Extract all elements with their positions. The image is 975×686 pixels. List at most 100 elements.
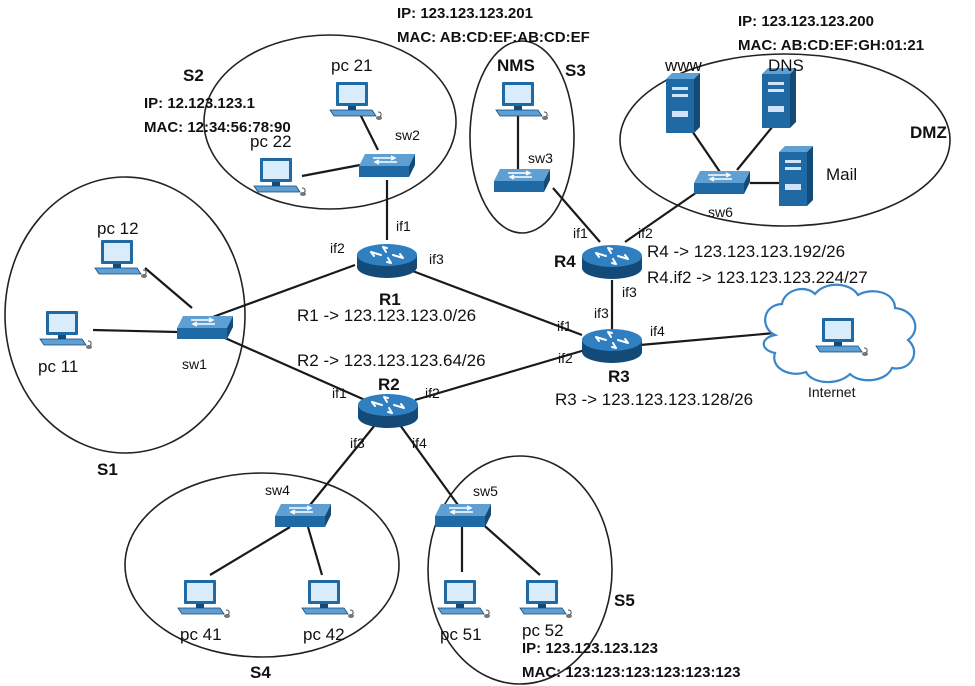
subnet-s5-boundary (427, 455, 613, 685)
pc-12-label: pc 12 (97, 219, 139, 238)
router-r4-icon[interactable] (581, 244, 643, 280)
subnet-dmz-boundary (619, 53, 951, 227)
nms-mac-label: MAC: AB:CD:EF:AB:CD:EF (397, 29, 590, 46)
switch-sw3-label: sw3 (528, 150, 553, 166)
pc-51-label: pc 51 (440, 625, 482, 644)
link-pc21-sw2 (359, 113, 379, 151)
nms-ip-label: IP: 123.123.123.201 (397, 5, 533, 22)
router-r2-label: R2 (378, 375, 400, 394)
link-r2-sw5 (399, 424, 459, 506)
link-pc11-sw1 (92, 328, 179, 334)
switch-sw5-icon[interactable] (434, 503, 492, 528)
dns-ip-label: IP: 123.123.123.200 (738, 13, 874, 30)
route-r1-label: R1 -> 123.123.123.0/26 (297, 306, 476, 325)
subnet-s4-label: S4 (250, 663, 271, 682)
dns-label: DNS (768, 56, 804, 75)
pc-22-label: pc 22 (250, 132, 292, 151)
pc-51-icon[interactable] (437, 579, 491, 619)
pc-41-label: pc 41 (180, 625, 222, 644)
link-sw3-r4 (552, 187, 601, 243)
link-r1-r3 (409, 268, 583, 337)
dns-server-icon[interactable] (762, 68, 796, 128)
r4-if1-label: if1 (573, 225, 588, 241)
switch-sw4-icon[interactable] (274, 503, 332, 528)
r4-if3-label: if3 (622, 284, 637, 300)
router-r4-label: R4 (554, 252, 576, 271)
pc-11-icon[interactable] (39, 310, 93, 350)
r2-if3-label: if3 (350, 435, 365, 451)
subnet-s5-label: S5 (614, 591, 635, 610)
pc22-ip-label: IP: 12.123.123.1 (144, 95, 255, 112)
pc-42-icon[interactable] (301, 579, 355, 619)
r3-if4-label: if4 (650, 323, 665, 339)
r1-if2-label: if2 (330, 240, 345, 256)
r3-if3-label: if3 (594, 305, 609, 321)
switch-sw3-icon[interactable] (493, 168, 551, 193)
r3-if1-label: if1 (557, 318, 572, 334)
r1-if3-label: if3 (429, 251, 444, 267)
link-r2-sw4 (309, 424, 376, 506)
mail-server-icon[interactable] (779, 146, 813, 206)
route-r4-if2-label: R4.if2 -> 123.123.123.224/27 (647, 268, 868, 287)
r2-if2-label: if2 (425, 385, 440, 401)
subnet-s1-label: S1 (97, 460, 118, 479)
link-sw5-pc52 (477, 519, 541, 576)
link-r3-internet (639, 331, 776, 347)
www-label: www (664, 56, 703, 75)
router-r2-icon[interactable] (357, 393, 419, 429)
pc22-mac-label: MAC: 12:34:56:78:90 (144, 119, 291, 136)
switch-sw6-icon[interactable] (693, 170, 751, 195)
router-r3-icon[interactable] (581, 328, 643, 364)
pc52-ip-label: IP: 123.123.123.123 (522, 640, 658, 657)
subnet-s2-boundary (203, 34, 457, 210)
switch-sw5-label: sw5 (473, 483, 498, 499)
link-sw1-r1 (209, 263, 356, 320)
pc-12-icon[interactable] (94, 239, 148, 279)
router-r1-icon[interactable] (356, 243, 418, 279)
route-r4-label: R4 -> 123.123.123.192/26 (647, 242, 845, 261)
subnet-s4-boundary (124, 472, 400, 658)
link-r2-r3 (414, 348, 586, 402)
switch-sw1-icon[interactable] (176, 315, 234, 340)
subnet-s2-label: S2 (183, 66, 204, 85)
nms-label: NMS (497, 56, 535, 75)
switch-sw1-label: sw1 (182, 356, 207, 372)
route-r2-label: R2 -> 123.123.123.64/26 (297, 351, 486, 370)
internet-label: Internet (808, 384, 856, 400)
pc-21-icon[interactable] (329, 81, 383, 121)
link-sw1-r2 (224, 336, 366, 402)
router-r3-label: R3 (608, 367, 630, 386)
pc-52-icon[interactable] (519, 579, 573, 619)
pc-42-label: pc 42 (303, 625, 345, 644)
switch-sw2-label: sw2 (395, 127, 420, 143)
network-links (92, 112, 783, 576)
r3-if2-label: if2 (558, 350, 573, 366)
link-sw4-pc42 (306, 526, 324, 576)
dns-mac-label: MAC: AB:CD:EF:GH:01:21 (738, 37, 924, 54)
switch-sw2-icon[interactable] (358, 153, 416, 178)
link-r4-sw6 (624, 189, 701, 243)
pc-41-icon[interactable] (177, 579, 231, 619)
route-r3-label: R3 -> 123.123.123.128/26 (555, 390, 753, 409)
subnet-s3-label: S3 (565, 61, 586, 80)
subnet-s3-boundary (469, 40, 575, 234)
link-sw4-pc41 (209, 526, 291, 576)
www-server-icon[interactable] (666, 73, 700, 133)
nms-pc-icon[interactable] (495, 81, 549, 121)
switch-sw4-label: sw4 (265, 482, 290, 498)
pc52-mac-label: MAC: 123:123:123:123:123:123 (522, 664, 740, 681)
subnet-dmz-label: DMZ (910, 123, 947, 142)
subnet-s1-boundary (4, 176, 246, 454)
r4-if2-label: if2 (638, 225, 653, 241)
r2-if4-label: if4 (412, 435, 427, 451)
router-r1-label: R1 (379, 290, 401, 309)
link-pc22-sw2 (301, 163, 361, 178)
pc-11-label: pc 11 (38, 357, 78, 376)
pc-22-icon[interactable] (253, 157, 307, 197)
link-pc12-sw1 (144, 267, 193, 309)
pc-21-label: pc 21 (331, 56, 373, 75)
mail-label: Mail (826, 165, 857, 184)
r1-if1-label: if1 (396, 218, 411, 234)
switch-sw6-label: sw6 (708, 204, 733, 220)
